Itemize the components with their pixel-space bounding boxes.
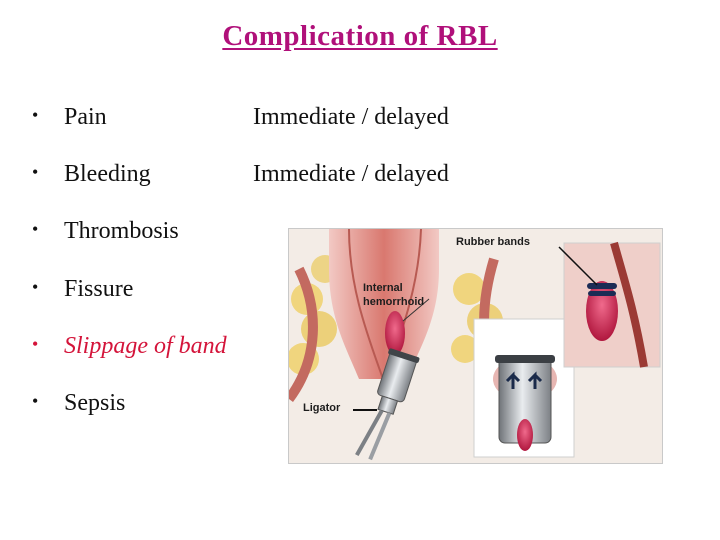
label-rubber-bands: Rubber bands	[456, 236, 530, 248]
bullet-thrombosis: • Thrombosis	[32, 218, 179, 245]
bullet-dot-icon: •	[32, 334, 39, 354]
rubber-band-ligation-illustration: Rubber bands Internal hemorrhoid Ligator	[288, 228, 663, 464]
bullet-dot-icon: •	[32, 162, 39, 182]
label-ligator: Ligator	[303, 402, 341, 414]
hemorrhoid-pointer-line	[402, 298, 430, 322]
bullet-fissure: • Fissure	[32, 276, 133, 303]
slide-title: Complication of RBL	[222, 20, 498, 52]
ligator-closeup-inset	[473, 318, 575, 458]
label-internal: Internal	[363, 282, 403, 294]
bullet-pain: • Pain	[32, 104, 107, 131]
bullet-dot-icon: •	[32, 219, 39, 239]
bullet-label: Sepsis	[64, 390, 126, 416]
sphincter-muscle-left	[289, 266, 318, 402]
label-hemorrhoid: hemorrhoid	[363, 296, 424, 308]
canal-fold-left	[348, 229, 384, 380]
bullet-label: Pain	[64, 104, 107, 130]
banded-hemorrhoid-inset	[563, 241, 661, 368]
bullet-detail-bleeding: Immediate / delayed	[253, 161, 449, 187]
bullet-slippage-of-band: • Slippage of band	[32, 333, 227, 360]
bullet-dot-icon: •	[32, 105, 39, 125]
anal-canal-tissue	[329, 229, 439, 379]
bullet-dot-icon: •	[32, 391, 39, 411]
illustration-svg: Rubber bands Internal hemorrhoid Ligator	[289, 229, 662, 463]
ligator-tool-left	[355, 348, 420, 461]
bullet-bleeding: • Bleeding	[32, 161, 151, 188]
bullet-dot-icon: •	[32, 277, 39, 297]
bullet-label: Slippage of band	[64, 333, 227, 359]
bullet-detail-pain: Immediate / delayed	[253, 104, 449, 130]
bullet-label: Fissure	[64, 276, 134, 302]
bullet-sepsis: • Sepsis	[32, 390, 125, 417]
rubber-bands-pointer-line	[558, 246, 598, 286]
internal-hemorrhoid-shape	[385, 311, 405, 355]
bullet-label: Thrombosis	[64, 218, 179, 244]
bullet-label: Bleeding	[64, 161, 151, 187]
